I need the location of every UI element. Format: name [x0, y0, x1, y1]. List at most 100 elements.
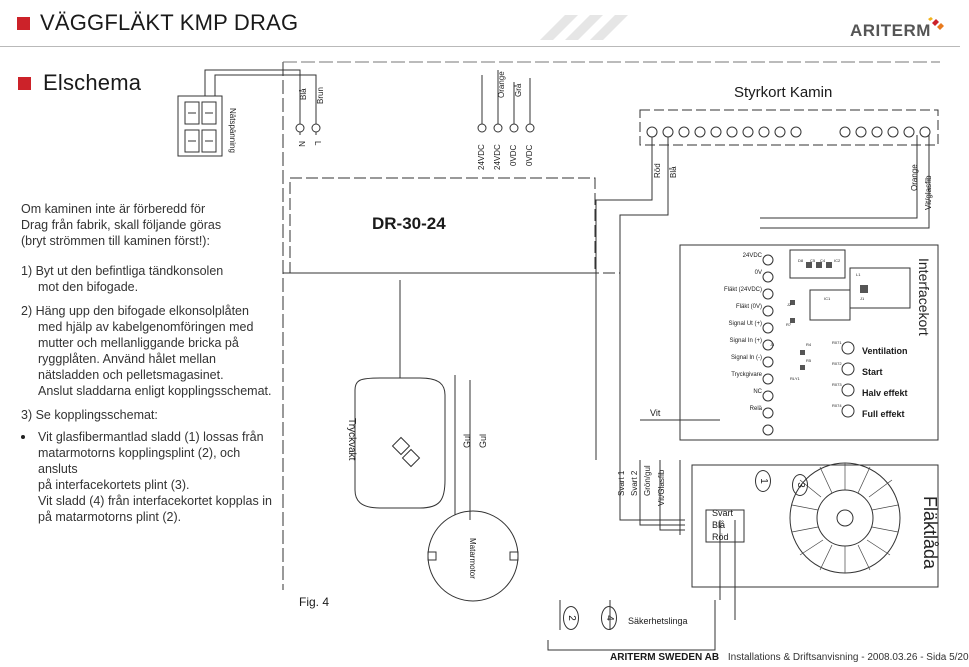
footer-brand: ARITERM SWEDEN AB	[610, 652, 720, 663]
step2-line: nätsladden och pelletsmagasinet.	[38, 368, 224, 382]
comp-label: J1	[860, 296, 865, 301]
instructions: Om kaminen inte är förberedd för Drag fr…	[21, 201, 281, 525]
callout-4: 4	[601, 606, 617, 630]
comp-label: IC2	[834, 258, 841, 263]
styrkort-title: Styrkort Kamin	[734, 84, 833, 101]
comp-label: IC1	[824, 296, 831, 301]
psu-term-0vdc-1: 0VDC	[509, 144, 518, 166]
interfacekort-label: Interfacekort	[916, 258, 932, 336]
bullet-line: på matarmotorns plint (2).	[38, 510, 182, 524]
comp-label: R074	[832, 403, 842, 408]
styrkort-wire-orange: Orange	[910, 164, 919, 191]
step2-line: med hjälp av kabelgenomföringen med	[38, 320, 254, 334]
section-title: Elschema	[43, 70, 142, 95]
fan-box-wire-bla: Blå	[712, 520, 726, 530]
ventilation-button-label: Ventilation	[862, 346, 908, 356]
psu-wire-gra: Grå	[514, 83, 523, 97]
comp-label: C4	[820, 258, 826, 263]
comp-label: D8	[798, 258, 804, 263]
interface-label: Signal In (+)	[729, 338, 762, 344]
psu-wire-bla: Blå	[299, 88, 308, 100]
comp-label: R7	[786, 322, 792, 327]
halv-effekt-button-label: Halv effekt	[862, 388, 908, 398]
footer-text: Installations & Driftsanvisning - 2008.0…	[727, 652, 969, 663]
step1-line: 1) Byt ut den befintliga tändkonsolen	[21, 264, 224, 278]
fan-wire-svart1: Svart 1	[617, 470, 626, 496]
gul-wire-2: Gul	[478, 433, 488, 448]
step1-line: mot den bifogade.	[38, 280, 139, 294]
comp-label: R5	[806, 358, 812, 363]
interface-label: Fläkt (0V)	[735, 304, 762, 310]
figure-label: Fig. 4	[299, 595, 330, 609]
psu-term-24vdc-2: 24VDC	[493, 144, 502, 170]
step2-line: ryggplåten. Använd hålet mellan	[38, 352, 216, 366]
bullet-line: Vit sladd (4) från interfacekortet koppl…	[38, 494, 272, 508]
interface-buttons: Ventilation Start Halv effekt Full effek…	[862, 341, 908, 425]
interface-label: Signal Ut (+)	[728, 321, 762, 327]
header-marker	[17, 17, 30, 30]
start-button-label: Start	[862, 367, 883, 377]
bullet-line: matarmotorns kopplingsplint (2), och ans…	[38, 446, 241, 476]
interface-label: Relä	[749, 406, 762, 412]
psu-wire-brun: Brun	[316, 87, 325, 104]
comp-label: RLY1	[790, 376, 800, 381]
intro-line: (bryt strömmen till kaminen först!):	[21, 234, 210, 248]
step2-line: Anslut sladdarna enligt kopplingsschemat…	[38, 384, 272, 398]
callout-2: 2	[563, 606, 579, 630]
psu-term-24vdc-1: 24VDC	[477, 144, 486, 170]
interface-label: Tryckgivare	[731, 372, 762, 378]
interface-label: Signal In (-)	[730, 355, 762, 361]
tryckvakt-label: Tryckvakt	[346, 418, 357, 461]
step2-line: 2) Häng upp den bifogade elkonsolplåten	[21, 304, 249, 318]
header-watermark	[540, 15, 628, 40]
psu-name: DR-30-24	[372, 214, 446, 233]
intro-line: Om kaminen inte är förberedd för	[21, 202, 206, 216]
callout-1: 1	[755, 470, 771, 492]
interface-label: 0V	[754, 270, 762, 276]
comp-label: L1	[856, 272, 861, 277]
header-rule	[0, 46, 960, 47]
psu-term-0vdc-2: 0VDC	[525, 144, 534, 166]
step2-line: mutter och mellanliggande bricka på	[38, 336, 239, 350]
footer: ARITERM SWEDEN AB Installations & Drifts…	[610, 652, 969, 667]
psu-wire-orange: Orange	[497, 71, 506, 98]
intro-line: Drag från fabrik, skall följande göras	[21, 218, 222, 232]
interface-label: NC	[753, 389, 762, 395]
fan-box-label: Fläktlåda	[920, 496, 940, 570]
sakerhetslinga-label: Säkerhetslinga	[628, 616, 688, 626]
callout-3: 3	[792, 474, 808, 496]
psu-term-l: L	[313, 141, 322, 146]
page-title: VÄGGFLÄKT KMP DRAG	[40, 10, 299, 35]
comp-label: R072	[832, 361, 842, 366]
styrkort-wire-vitglasfib: Vit/glasfib	[924, 175, 933, 210]
comp-label: C5	[810, 258, 816, 263]
gul-wire-1: Gul	[462, 433, 472, 448]
fan-box-wire-svart: Svart	[712, 508, 734, 518]
interface-terminal-labels: 24VDC 0V Fläkt (24VDC) Fläkt (0V) Signal…	[700, 248, 762, 418]
bullet-line: på interfacekortets plint (3).	[38, 478, 190, 492]
comp-label: R071	[832, 340, 842, 345]
comp-label: J2	[787, 302, 792, 307]
toroid-windings	[791, 463, 899, 573]
comp-label: J3	[770, 342, 775, 347]
fan-wire-svart2: Svart 2	[630, 470, 639, 496]
fan-wire-gronngul: Grön/gul	[643, 465, 652, 496]
interface-label: Fläkt (24VDC)	[723, 287, 762, 293]
interface-label: 24VDC	[742, 253, 762, 259]
vit-wire: Vit	[650, 408, 661, 418]
natspanning-label: Nätspänning	[228, 108, 237, 153]
fan-box-wire-rod: Röd	[712, 532, 729, 542]
full-effekt-button-label: Full effekt	[862, 409, 905, 419]
styrkort-wire-bla: Blå	[669, 166, 678, 178]
comp-label: R4	[806, 342, 812, 347]
step3-title: 3) Se kopplingsschemat:	[21, 408, 158, 422]
logo-flame-icon	[928, 17, 944, 30]
fan-wire-vitglasfib: Vit/Glasfib	[657, 469, 666, 506]
fan-box-wires: Svart Blå Röd	[712, 507, 733, 543]
styrkort-wire-rod: Röd	[653, 163, 662, 178]
matarmotor-label: Matarmotor	[468, 538, 477, 579]
comp-label: R073	[832, 382, 842, 387]
bullet-icon	[21, 435, 25, 439]
logo-text: ARITERM	[850, 21, 931, 40]
section-marker	[18, 77, 31, 90]
